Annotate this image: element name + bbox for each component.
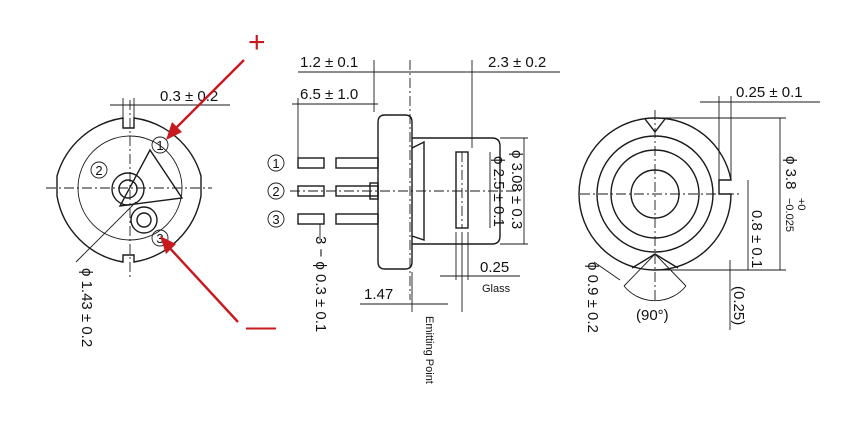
middle-view: 1 2 3 1.2 ± 0.1 2.3 ± 0.2 6.5 ± 1.0 ϕ 3.… [267,54,560,384]
left-pin-label-2: 2 [95,163,102,178]
left-dim-leader [75,201,137,263]
left-pin-3-ring [130,206,158,234]
plus-sign: + [248,26,266,59]
dim-hole: ϕ 0.9 ± 0.2 [584,262,601,333]
dim-leads: 3 − ϕ 0.3 ± 0.1 [312,236,329,332]
minus-arrowhead [160,236,176,254]
plus-arrow [171,59,245,133]
cap-body [412,137,501,245]
left-pin-2-ring [111,172,145,206]
dim-dia: ϕ 3.8 [782,156,799,189]
mid-pin-label-2: 2 [272,184,279,199]
dim-notch: 0.25 ± 0.1 [736,84,803,101]
dim-dia-tol-plus: +0 [795,198,807,211]
left-dim-top: 0.3 ± 0.2 [160,88,218,105]
left-view: 1 2 3 0.3 ± 0.2 ϕ 1.43 ± 0.2 [46,88,230,347]
plus-arrowhead [166,122,182,140]
left-pin-label-3-circle [151,229,169,247]
dim-lead: 6.5 ± 1.0 [300,86,358,103]
dim-dia-tol-minus: −0.025 [783,198,795,232]
left-dim-pin-circle: ϕ 1.43 ± 0.2 [78,268,95,347]
right-outer-contour [578,117,732,271]
left-outer-contour [56,117,202,263]
flange [377,114,413,270]
left-pin-label-1-circle [151,136,169,154]
dim-cap: 1.2 ± 0.1 [300,54,358,71]
left-pin-triangle [118,148,184,207]
mid-pin-label-3: 3 [272,212,279,227]
left-pin-label-1: 1 [156,138,163,153]
left-pin-2 [118,179,138,199]
right-view: (90°) 0.25 ± 0.1 ϕ 3.8 +0 −0.025 0.8 ± 0… [578,84,820,333]
mid-pin-label-1: 1 [272,156,279,171]
dim-window: ϕ 2.5 ± 0.1 [490,156,507,227]
glass-label: Glass [482,283,511,295]
polarity-annotations: + — [160,26,276,343]
left-pin-3 [136,212,152,228]
dim-angle: (90°) [636,307,669,324]
left-pin-label-3: 3 [156,231,163,246]
dim-flange: 1.47 [364,286,393,303]
left-pin-label-2-circle [90,161,108,179]
minus-arrow [165,243,239,323]
dim-offset: (0.25) [730,286,747,325]
minus-sign: — [246,310,276,343]
dim-outer: ϕ 3.08 ± 0.3 [508,150,525,229]
dim-glass: 0.25 [480,259,509,276]
dim-key: 0.8 ± 0.1 [748,210,765,268]
emitting-label: Emitting Point [423,316,435,384]
dim-body: 2.3 ± 0.2 [488,54,546,71]
